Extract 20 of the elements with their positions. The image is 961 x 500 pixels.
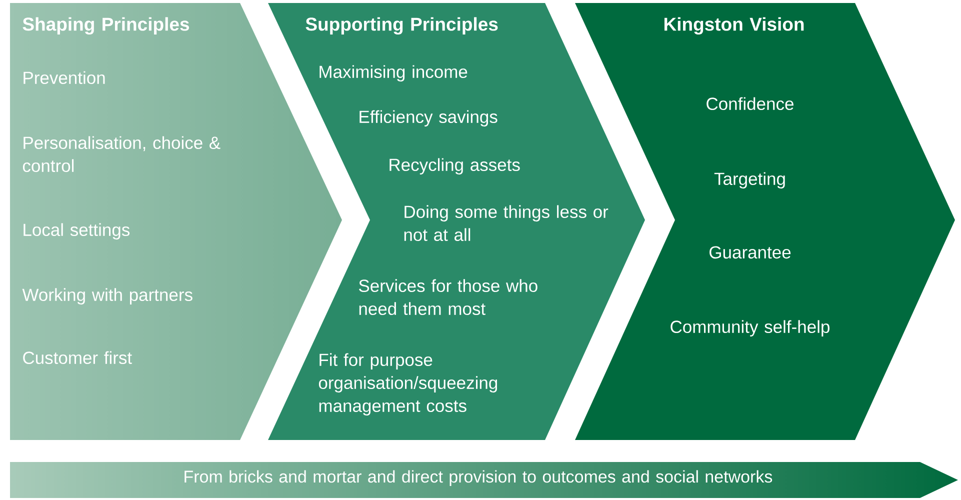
list-item: Confidence (706, 97, 794, 110)
list-item: Maximising income (320, 65, 468, 82)
list-item: Personalisation, choice & control (22, 136, 220, 172)
list-item: Guarantee (710, 246, 791, 259)
chevron (268, 3, 645, 440)
chevron-heading: Shaping Principles (22, 17, 190, 35)
list-item: Services for those who need them most (359, 279, 538, 316)
chevron-heading: Supporting Principles (306, 17, 498, 35)
list-item: Local settings (24, 223, 130, 240)
list-item: Doing some things less or not at all (404, 205, 608, 242)
list-item: Fit for purpose organisation/squeezing management costs (318, 353, 498, 416)
list-item: Recycling assets (390, 158, 520, 175)
chevron-heading: Kingston Vision (664, 17, 804, 35)
list-item: Working with partners (22, 288, 192, 304)
list-item: Efficiency savings (360, 110, 498, 127)
list-item: Customer first (23, 351, 132, 364)
list-item: Prevention (24, 71, 105, 84)
band-text: From bricks and mortar and direct provision to outcomes and social networks (184, 470, 772, 486)
list-item: Targeting (714, 172, 785, 189)
list-item: Community self-help (670, 320, 830, 336)
